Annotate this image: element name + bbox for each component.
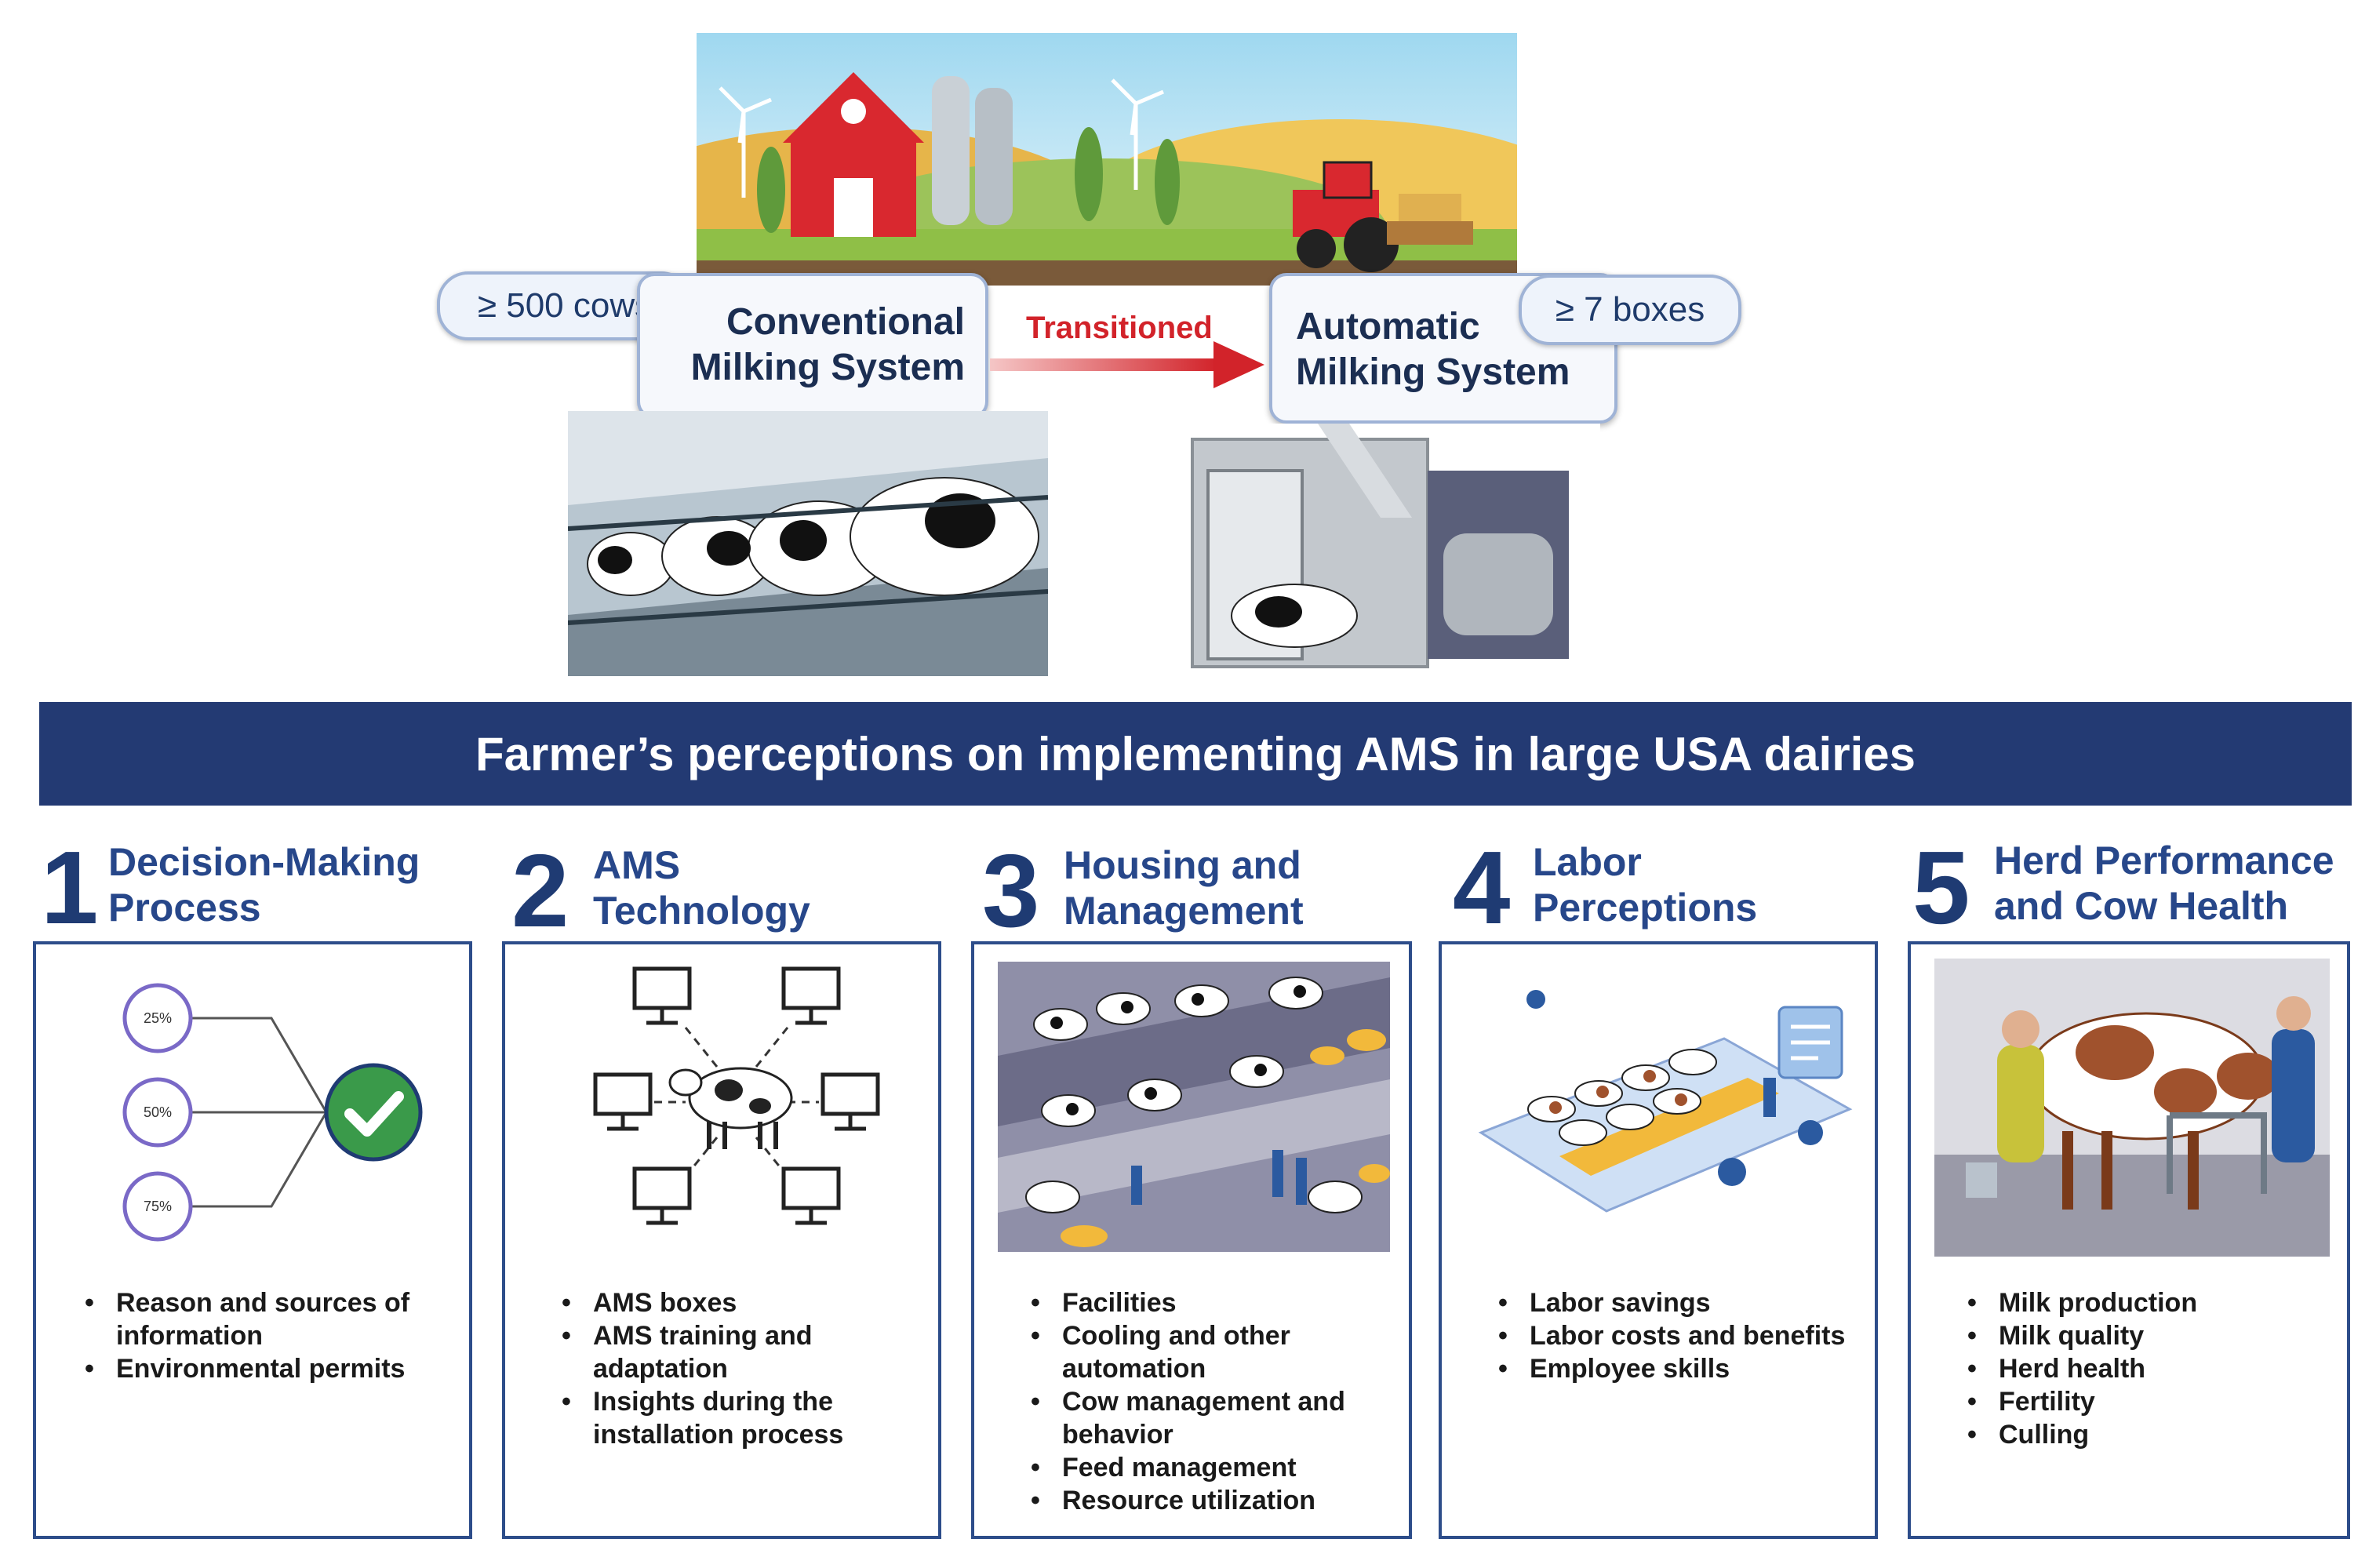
bullet-item: Cow management and behavior	[1031, 1385, 1399, 1451]
section-4-number: 4	[1453, 830, 1511, 945]
conventional-milking-system-box: Conventional Milking System	[637, 273, 988, 419]
bullet-item: Employee skills	[1498, 1352, 1867, 1385]
section-3-title-line2: Management	[1064, 889, 1304, 933]
section-2-card: AMS boxes AMS training and adaptation In…	[502, 941, 941, 1539]
bullet-item: Milk production	[1967, 1286, 2336, 1319]
conventional-line2: Milking System	[690, 347, 965, 388]
section-5-title-line1: Herd Performance	[1994, 839, 2334, 882]
main-banner: Farmer’s perceptions on implementing AMS…	[39, 702, 2352, 806]
section-3-card: Facilities Cooling and other automation …	[971, 941, 1412, 1539]
computer-monitor-icon	[632, 1166, 692, 1225]
bullet-item: Environmental permits	[85, 1352, 446, 1385]
computer-monitor-icon	[593, 1072, 653, 1131]
section-5-number: 5	[1912, 830, 1970, 945]
automated-barn-illustration	[1465, 976, 1858, 1235]
bullet-item: Fertility	[1967, 1385, 2336, 1418]
bullet-item: Reason and sources of information	[85, 1286, 446, 1352]
cows-count-label: ≥ 500 cows	[477, 286, 653, 325]
section-2-title: AMS Technology	[593, 842, 810, 933]
section-5-card: Milk production Milk quality Herd health…	[1908, 941, 2350, 1539]
banner-title: Farmer’s perceptions on implementing AMS…	[475, 727, 1916, 780]
section-2-title-line1: AMS	[593, 843, 681, 887]
check-circle-icon	[324, 1063, 423, 1162]
milking-parlor-photo	[568, 411, 1048, 676]
bullet-item: Insights during the installation process	[562, 1385, 922, 1451]
section-1-title-line2: Process	[108, 886, 261, 930]
percent-circle-25	[122, 983, 193, 1053]
section-4-title: Labor Perceptions	[1533, 839, 1757, 930]
bullet-item: Herd health	[1967, 1352, 2336, 1385]
farm-landscape-illustration	[697, 33, 1517, 286]
section-1-bullets: Reason and sources of information Enviro…	[85, 1286, 446, 1385]
bullet-item: AMS boxes	[562, 1286, 922, 1319]
computer-monitor-icon	[781, 1166, 841, 1225]
bullet-item: Cooling and other automation	[1031, 1319, 1399, 1385]
section-5-title: Herd Performance and Cow Health	[1994, 838, 2334, 929]
computer-monitor-icon	[781, 966, 841, 1025]
computer-monitor-icon	[632, 966, 692, 1025]
vet-cow-illustration	[1934, 959, 2330, 1257]
automatic-line1: Automatic	[1296, 306, 1480, 347]
boxes-count-label: ≥ 7 boxes	[1555, 290, 1705, 329]
section-1-title-line1: Decision-Making	[108, 840, 420, 884]
decision-flow-graphic: 25% 50% 75%	[122, 983, 423, 1242]
section-4-title-line2: Perceptions	[1533, 886, 1758, 930]
bullet-item: Culling	[1967, 1418, 2336, 1451]
percent-circle-75	[122, 1171, 193, 1242]
boxes-count-badge: ≥ 7 boxes	[1519, 275, 1741, 345]
arrow-right-icon	[990, 341, 1264, 388]
bullet-item: Facilities	[1031, 1286, 1399, 1319]
section-3-bullets: Facilities Cooling and other automation …	[1031, 1286, 1399, 1517]
section-4-bullets: Labor savings Labor costs and benefits E…	[1498, 1286, 1867, 1385]
automatic-line2: Milking System	[1296, 351, 1570, 393]
section-5-title-line2: and Cow Health	[1994, 884, 2289, 928]
section-4-card: Labor savings Labor costs and benefits E…	[1439, 941, 1878, 1539]
section-2-title-line2: Technology	[593, 889, 810, 933]
bullet-item: Resource utilization	[1031, 1484, 1399, 1517]
bullet-item: Labor costs and benefits	[1498, 1319, 1867, 1352]
section-1-number: 1	[41, 830, 99, 945]
section-5-bullets: Milk production Milk quality Herd health…	[1967, 1286, 2336, 1451]
barn-housing-illustration	[998, 962, 1390, 1252]
section-3-title: Housing and Management	[1064, 842, 1304, 933]
section-4-title-line1: Labor	[1533, 840, 1642, 884]
bullet-item: Feed management	[1031, 1451, 1399, 1484]
percent-label-50: 50%	[144, 1104, 172, 1120]
bullet-item: Milk quality	[1967, 1319, 2336, 1352]
bullet-item: Labor savings	[1498, 1286, 1867, 1319]
section-1-card: 25% 50% 75% Reason and sources of inform…	[33, 941, 472, 1539]
computer-monitor-icon	[821, 1072, 880, 1131]
percent-label-75: 75%	[144, 1199, 172, 1214]
section-2-number: 2	[511, 833, 569, 948]
conventional-line1: Conventional	[726, 301, 965, 343]
cow-icon	[668, 1067, 793, 1149]
ams-network-graphic	[593, 966, 880, 1225]
section-3-title-line1: Housing and	[1064, 843, 1301, 887]
percent-circle-50	[122, 1077, 193, 1148]
section-1-title: Decision-Making Process	[108, 839, 420, 930]
section-3-number: 3	[982, 833, 1040, 948]
transition-label: Transitioned	[1026, 311, 1213, 345]
robotic-milking-box-photo	[1177, 424, 1600, 682]
section-2-bullets: AMS boxes AMS training and adaptation In…	[562, 1286, 922, 1451]
percent-label-25: 25%	[144, 1010, 172, 1026]
bullet-item: AMS training and adaptation	[562, 1319, 922, 1385]
